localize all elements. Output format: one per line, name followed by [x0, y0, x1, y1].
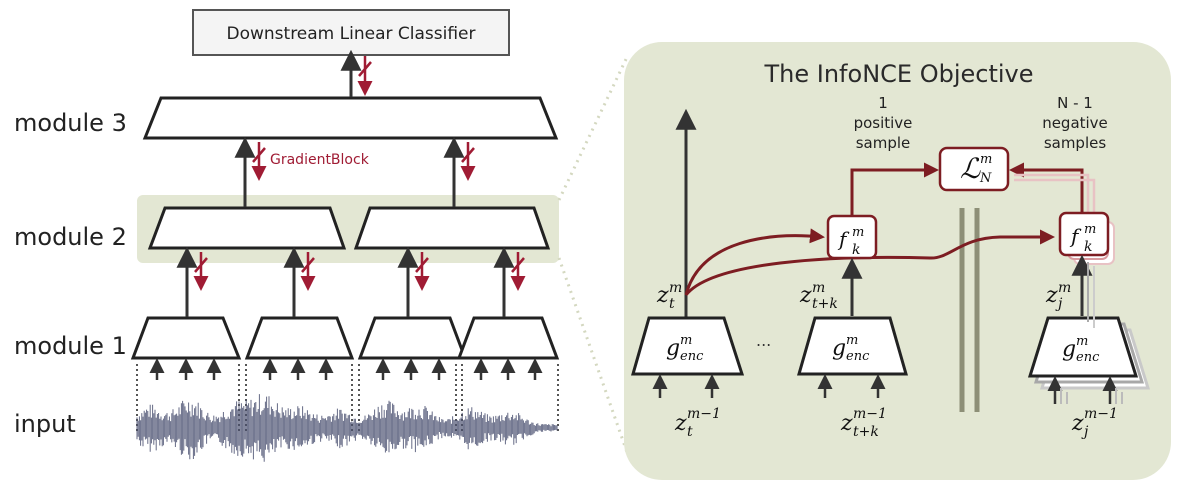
- z-j-m-label: z m j: [1045, 280, 1071, 312]
- z-t-plus-k-m-minus-1-label: z m−1 t+k: [840, 406, 887, 440]
- negative-samples-label: N - 1 negative samples: [1042, 94, 1108, 152]
- encoder-input-arrow-shadows: [1060, 388, 1123, 404]
- svg-text:t+k: t+k: [812, 296, 838, 312]
- svg-text:g: g: [832, 336, 846, 361]
- svg-text:m: m: [669, 280, 682, 296]
- svg-text:sample: sample: [856, 134, 911, 152]
- svg-text:enc: enc: [1076, 350, 1100, 365]
- svg-text:m−1: m−1: [853, 406, 887, 422]
- g-enc-t-label: g m enc: [666, 333, 704, 364]
- loss-symbol: ℒ: [960, 152, 981, 185]
- module1-block-3: [357, 316, 468, 360]
- module1-label: module 1: [14, 332, 127, 360]
- svg-text:m: m: [812, 280, 825, 296]
- svg-text:enc: enc: [846, 349, 870, 364]
- svg-text:t: t: [687, 424, 693, 440]
- downstream-classifier: Downstream Linear Classifier: [192, 9, 510, 56]
- svg-text:m: m: [1084, 222, 1096, 237]
- input-arrows: [149, 358, 543, 380]
- svg-text:m−1: m−1: [687, 406, 721, 422]
- svg-text:t+k: t+k: [853, 424, 879, 440]
- module1-block-1: [130, 316, 242, 360]
- loss-box: [938, 146, 1010, 192]
- svg-text:z: z: [799, 283, 812, 308]
- svg-text:samples: samples: [1044, 134, 1107, 152]
- svg-text:z: z: [1045, 283, 1058, 308]
- module2-block-left: [147, 206, 347, 250]
- infonce-red-paths: [684, 162, 1084, 296]
- zoom-connector-top: [557, 54, 630, 201]
- svg-text:m: m: [852, 225, 864, 240]
- module2-label: module 2: [14, 223, 127, 251]
- forward-arrows: [176, 49, 515, 317]
- g-enc-j-label: g m enc: [1062, 334, 1100, 365]
- svg-text:N - 1: N - 1: [1057, 94, 1093, 112]
- loss-subscript: N: [979, 171, 992, 186]
- svg-text:z: z: [656, 283, 669, 308]
- g-enc-t: [631, 316, 745, 376]
- z-t-m-minus-1-label: z m−1 t: [674, 406, 721, 440]
- svg-text:m: m: [1076, 334, 1088, 349]
- waveform-trace: [136, 394, 558, 462]
- svg-text:k: k: [1084, 239, 1092, 255]
- svg-text:j: j: [1081, 424, 1089, 440]
- svg-text:z: z: [1071, 411, 1084, 436]
- svg-text:m: m: [846, 333, 858, 348]
- svg-text:1: 1: [878, 94, 888, 112]
- z-j-m-minus-1-label: z m−1 j: [1071, 406, 1118, 440]
- z-t-plus-k-m-label: z m t+k: [799, 280, 838, 312]
- svg-text:m: m: [680, 333, 692, 348]
- ellipsis: ...: [756, 331, 771, 350]
- loss-superscript: m: [980, 152, 992, 167]
- z-t-m-label: z m t: [656, 280, 682, 312]
- gradient-blocks: [193, 56, 526, 291]
- svg-text:m: m: [1058, 280, 1071, 296]
- svg-text:negative: negative: [1042, 114, 1108, 132]
- gradient-block-label: GradientBlock: [270, 152, 370, 168]
- module3-label: module 3: [14, 109, 127, 137]
- svg-text:j: j: [1055, 296, 1063, 312]
- input-label: input: [14, 410, 76, 438]
- svg-text:g: g: [1062, 337, 1076, 362]
- classifier-box: [192, 9, 510, 56]
- svg-text:z: z: [840, 411, 853, 436]
- classifier-label: Downstream Linear Classifier: [227, 24, 476, 44]
- module1-block-2: [244, 316, 355, 360]
- zoom-connector-bottom: [557, 257, 630, 456]
- positive-sample-label: 1 positive sample: [854, 94, 913, 152]
- audio-waveform: [136, 394, 558, 462]
- g-enc-t-plus-k: [797, 316, 908, 376]
- svg-text:t: t: [669, 296, 675, 312]
- svg-text:enc: enc: [680, 349, 704, 364]
- infonce-red-shadows: [1014, 173, 1096, 218]
- encoder-input-arrows: [652, 374, 1118, 404]
- svg-text:positive: positive: [854, 114, 913, 132]
- infonce-title: The InfoNCE Objective: [764, 60, 1034, 88]
- module1-block-4: [456, 316, 560, 360]
- g-enc-t-plus-k-label: g m enc: [832, 333, 870, 364]
- svg-text:z: z: [674, 411, 687, 436]
- module3-block: [142, 96, 559, 140]
- module2-block-right: [353, 206, 551, 250]
- svg-text:g: g: [666, 336, 680, 361]
- svg-text:m−1: m−1: [1084, 406, 1118, 422]
- svg-text:k: k: [852, 242, 860, 258]
